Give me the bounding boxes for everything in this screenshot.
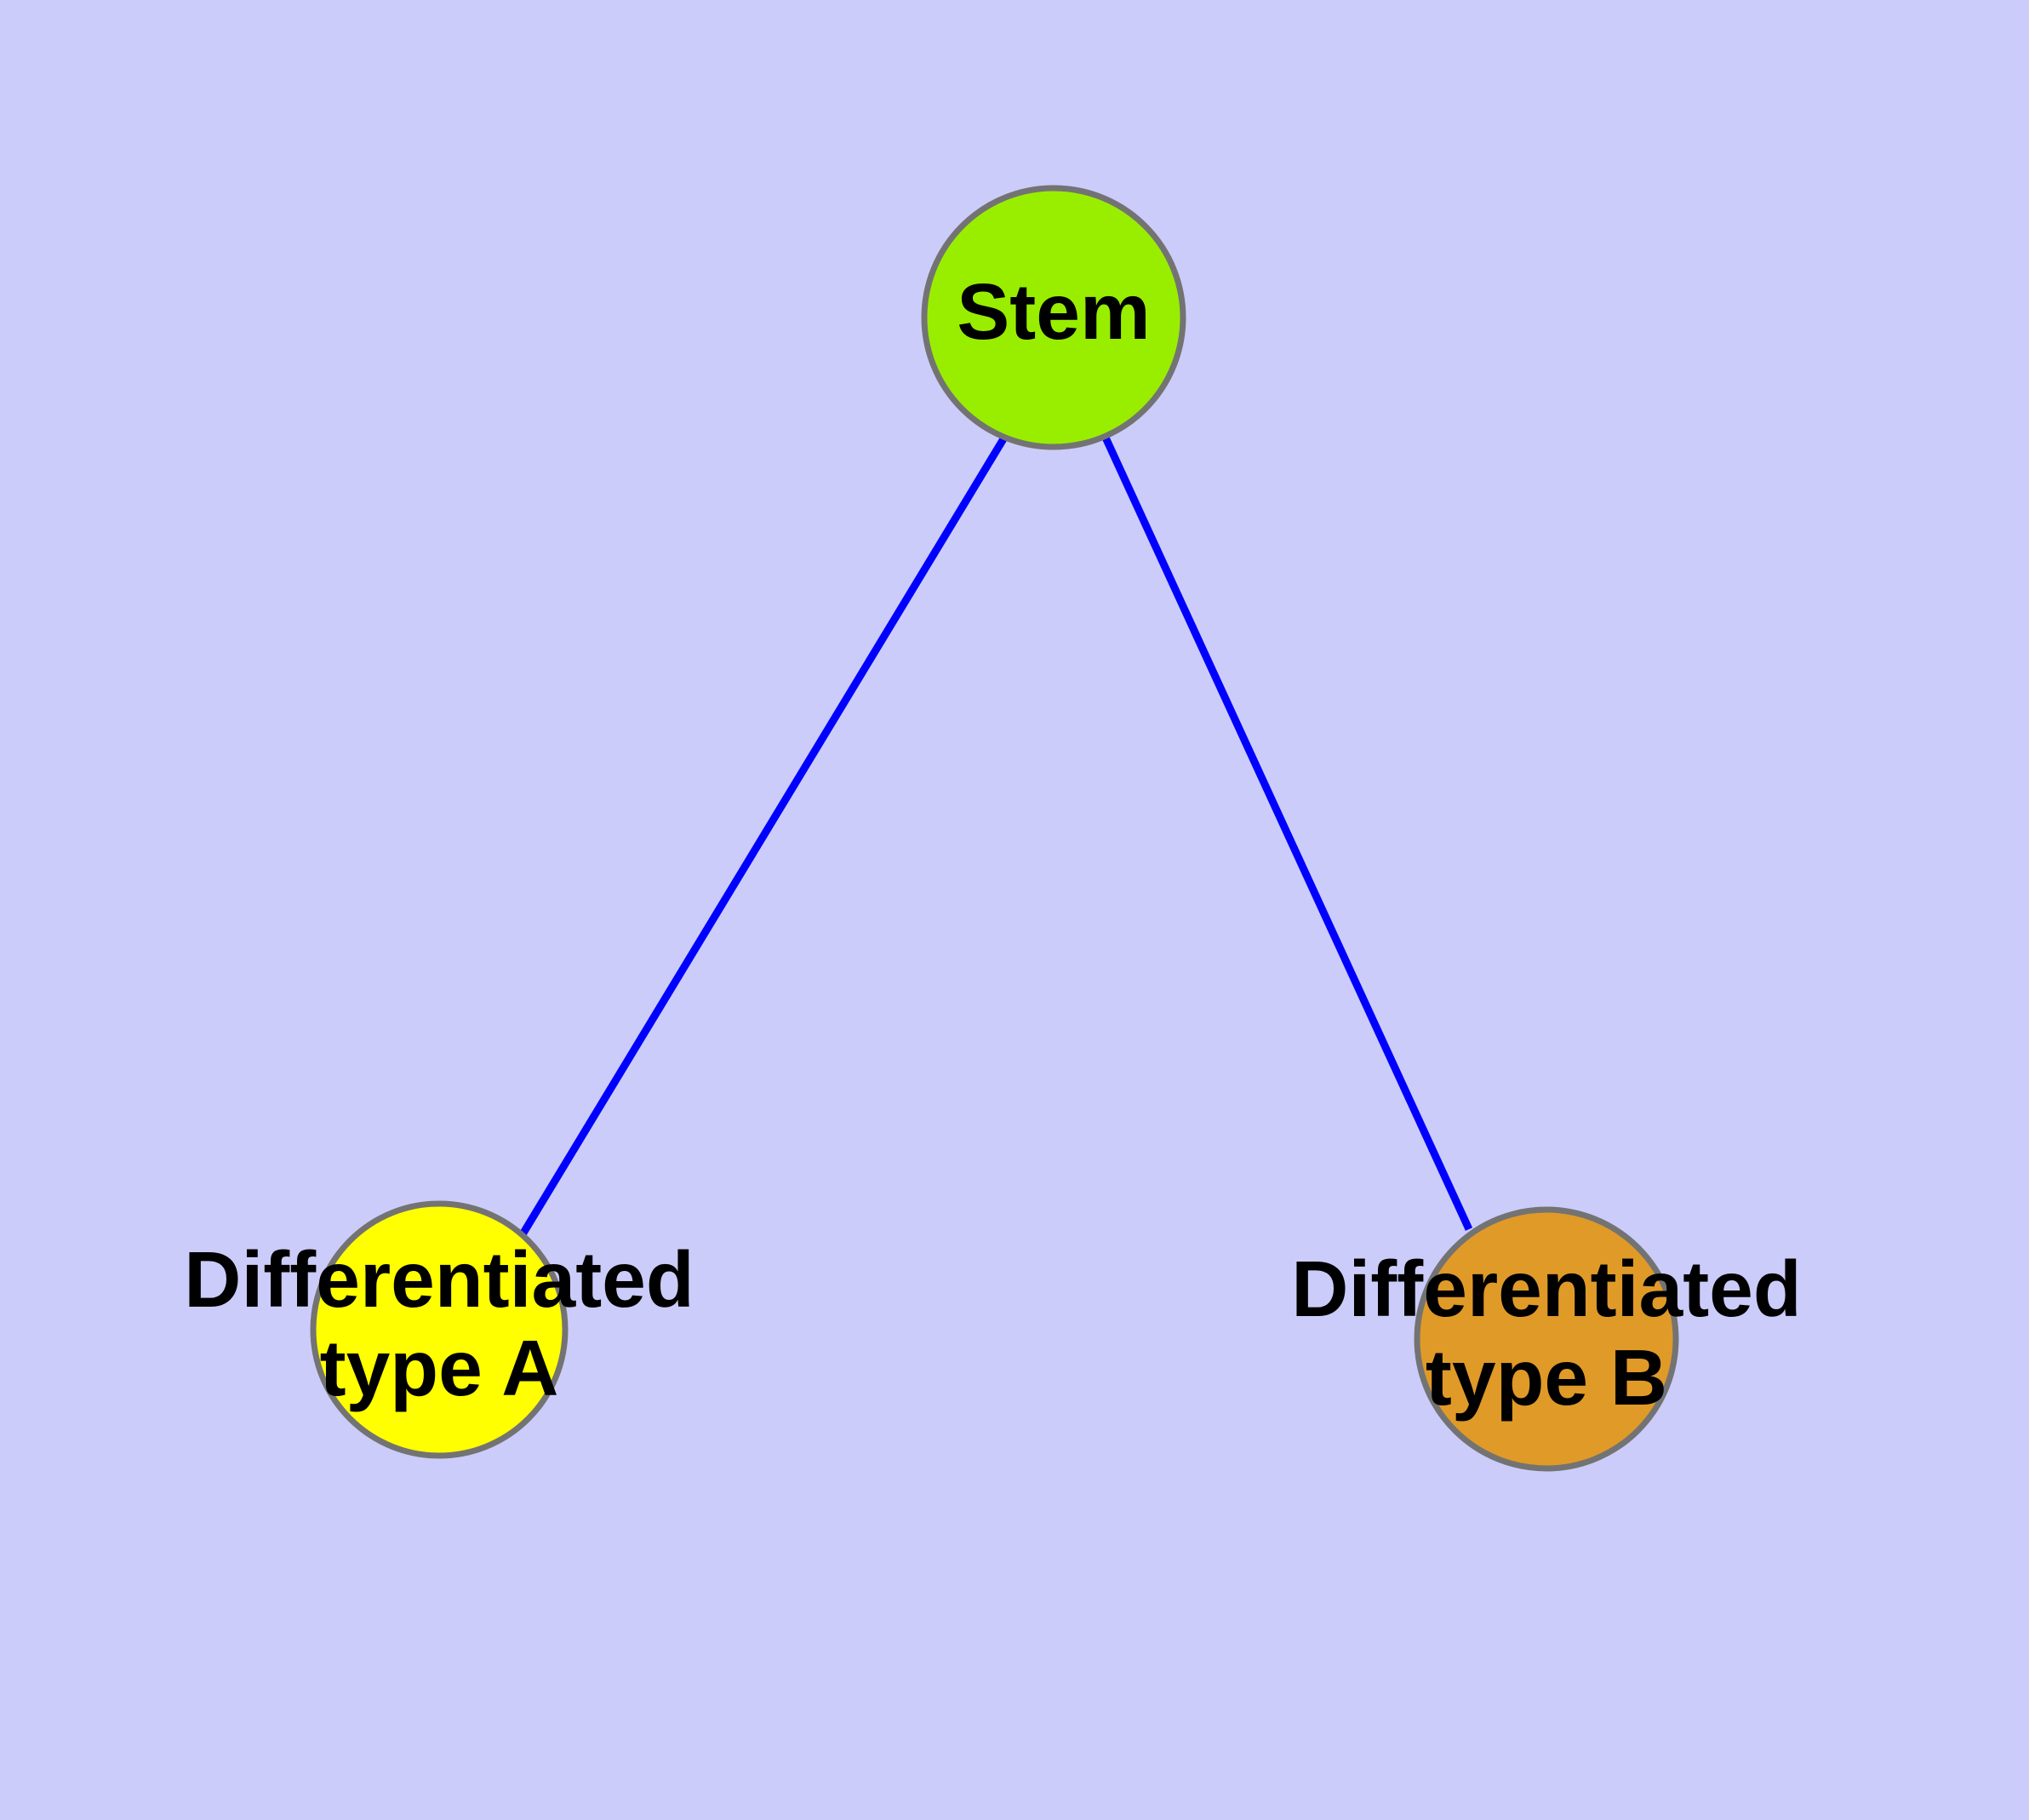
- node-label-stem: Stem: [957, 267, 1150, 356]
- node-label-line: type B: [1426, 1333, 1667, 1422]
- nodes-layer: [310, 185, 1679, 1472]
- node-stem[interactable]: [921, 185, 1186, 450]
- node-label-line: Differentiated: [184, 1234, 694, 1323]
- edge-stem-to-differentiated-b[interactable]: [1101, 436, 1473, 1231]
- edges-layer: [519, 435, 1473, 1237]
- node-label-line: Stem: [957, 267, 1150, 356]
- node-label-line: type A: [320, 1324, 559, 1412]
- node-differentiated-type-b[interactable]: [1414, 1206, 1679, 1472]
- edge-stem-to-differentiated-a[interactable]: [519, 435, 1008, 1237]
- node-differentiated-type-a[interactable]: [310, 1200, 569, 1459]
- node-label-line: Differentiated: [1291, 1244, 1801, 1332]
